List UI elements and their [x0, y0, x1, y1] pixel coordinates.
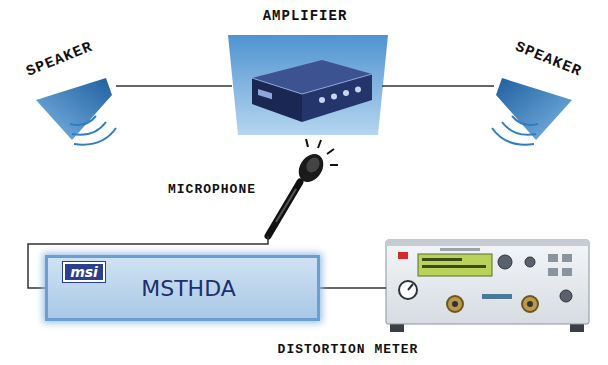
distortion-meter: DISTORTION METER	[386, 240, 589, 324]
speaker-illustration	[492, 78, 572, 145]
part-label: SPEAKER	[24, 39, 95, 81]
amplifier-illustration	[228, 35, 388, 135]
speaker: SPEAKER	[494, 74, 574, 144]
amplifier: AMPLIFIER	[232, 35, 382, 135]
logo-label: msi	[63, 262, 105, 283]
speaker: SPEAKER	[36, 74, 116, 144]
microphone-illustration	[268, 139, 338, 236]
speaker-illustration	[36, 78, 116, 145]
microphone: MICROPHONE	[258, 140, 340, 236]
part-label: DISTORTION METER	[278, 343, 419, 357]
connector-wire	[320, 288, 386, 289]
distortion-meter-illustration	[386, 240, 589, 332]
part-label: MICROPHONE	[168, 183, 256, 197]
part-label: SPEAKER	[512, 39, 583, 81]
box-title: MSTHDA	[141, 276, 236, 301]
part-label: AMPLIFIER	[263, 9, 348, 24]
connector-wire	[116, 86, 232, 87]
connector-wire	[382, 86, 494, 87]
